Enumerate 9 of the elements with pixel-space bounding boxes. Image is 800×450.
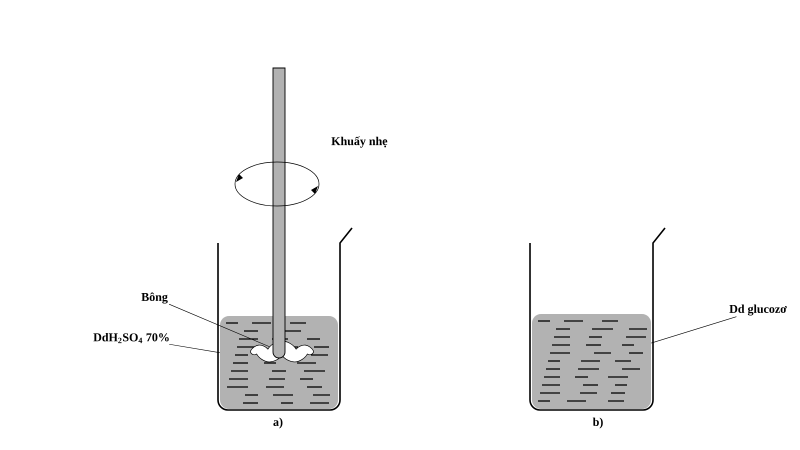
leader-line	[650, 316, 737, 344]
leader-line	[168, 304, 270, 347]
label-text: Bông	[141, 292, 168, 304]
panel-label: a)	[273, 418, 282, 428]
liquid	[532, 314, 651, 409]
label-text: DdH$_{2}$SO$_{4}$ 70%	[93, 332, 169, 344]
label-text: Dd glucozơ	[729, 304, 787, 316]
caption-text: Khuấy nhẹ	[331, 136, 388, 148]
leader-line	[168, 344, 220, 353]
